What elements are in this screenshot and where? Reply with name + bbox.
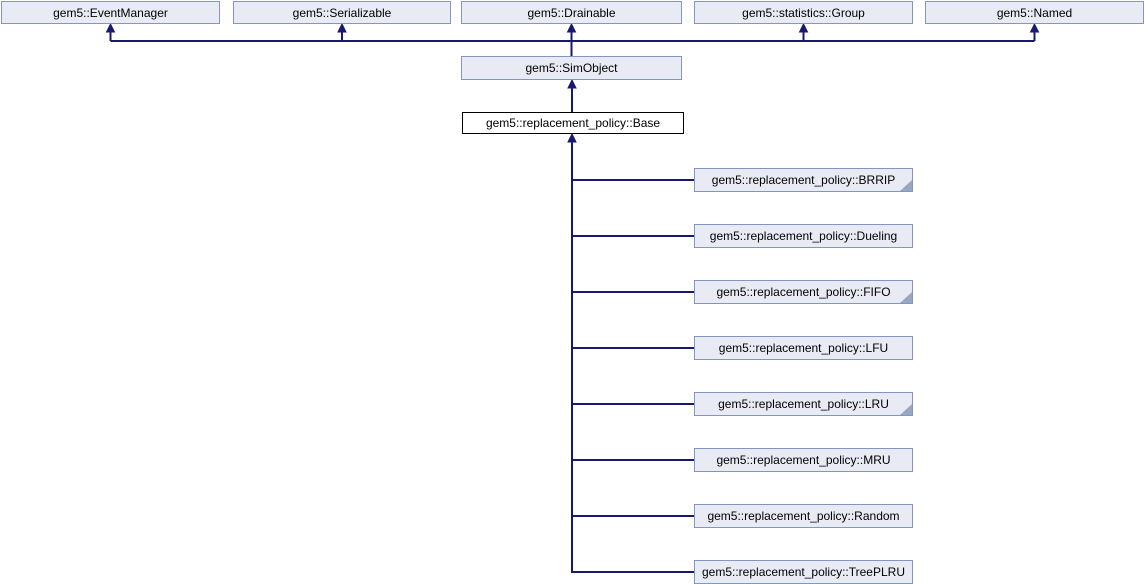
class-name-label: gem5::replacement_policy::Random: [707, 509, 900, 523]
class-name-label: gem5::Named: [996, 5, 1073, 20]
class-node-brrip[interactable]: gem5::replacement_policy::BRRIP: [694, 168, 913, 192]
class-name-label: gem5::replacement_policy::FIFO: [716, 285, 891, 299]
arrowhead-up-icon: [566, 22, 577, 33]
class-name-label: gem5::replacement_policy::MRU: [716, 453, 891, 467]
class-node-dueling[interactable]: gem5::replacement_policy::Dueling: [694, 224, 913, 248]
base-to-simobject-edge: [567, 78, 577, 112]
children-trunk-edge: [567, 132, 694, 573]
class-node-lru[interactable]: gem5::replacement_policy::LRU: [694, 392, 913, 416]
class-name-label: gem5::replacement_policy::BRRIP: [711, 173, 896, 187]
arrowhead-up-icon: [798, 22, 809, 33]
class-name-label: gem5::replacement_policy::Dueling: [709, 229, 898, 243]
class-name-label: gem5::Drainable: [527, 5, 616, 20]
class-name-label: gem5::SimObject: [525, 61, 618, 75]
class-name-label: gem5::statistics::Group: [742, 5, 865, 20]
class-node-simobject[interactable]: gem5::SimObject: [461, 56, 682, 80]
arrowhead-up-icon: [567, 132, 577, 143]
class-name-label: gem5::replacement_policy::Base: [485, 116, 661, 130]
class-name-label: gem5::replacement_policy::LRU: [718, 397, 889, 411]
class-node-current-base: gem5::replacement_policy::Base: [462, 112, 684, 134]
class-name-label: gem5::EventManager: [53, 5, 168, 20]
derived-classes-indicator-icon: [900, 404, 912, 415]
derived-classes-indicator-icon: [900, 292, 912, 303]
class-node-serializable[interactable]: gem5::Serializable: [233, 1, 451, 24]
class-name-label: gem5::replacement_policy::LFU: [718, 341, 889, 355]
arrowhead-up-icon: [337, 22, 347, 33]
class-node-mru[interactable]: gem5::replacement_policy::MRU: [694, 448, 913, 472]
arrowhead-up-icon: [105, 22, 116, 33]
class-node-named[interactable]: gem5::Named: [925, 1, 1144, 24]
class-node-eventmanager[interactable]: gem5::EventManager: [1, 1, 220, 24]
class-node-lfu[interactable]: gem5::replacement_policy::LFU: [694, 336, 913, 360]
class-name-label: gem5::Serializable: [292, 5, 392, 20]
class-node-statistics-group[interactable]: gem5::statistics::Group: [694, 1, 913, 24]
parents-bus-edge: [105, 22, 1040, 56]
class-node-drainable[interactable]: gem5::Drainable: [461, 1, 682, 24]
arrowhead-up-icon: [1029, 22, 1040, 33]
class-name-label: gem5::replacement_policy::TreePLRU: [702, 565, 905, 579]
derived-classes-indicator-icon: [900, 180, 912, 191]
class-node-fifo[interactable]: gem5::replacement_policy::FIFO: [694, 280, 913, 304]
class-node-treeplru[interactable]: gem5::replacement_policy::TreePLRU: [694, 560, 913, 584]
class-node-random[interactable]: gem5::replacement_policy::Random: [694, 504, 913, 528]
arrowhead-up-icon: [567, 78, 577, 89]
